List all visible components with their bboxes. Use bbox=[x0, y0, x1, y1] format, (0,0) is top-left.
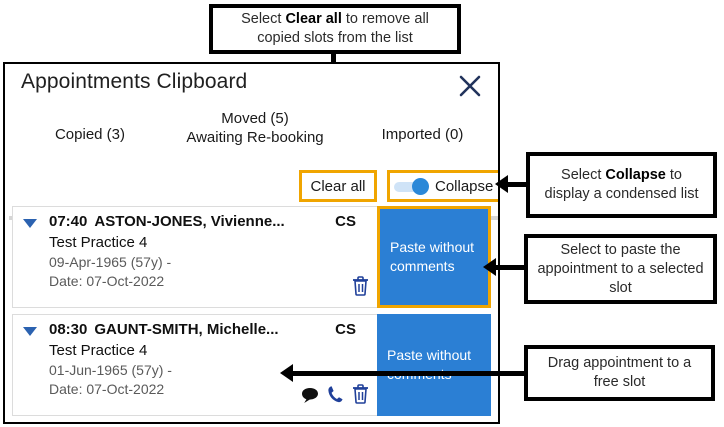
tab-copied-label: Copied (3) bbox=[54, 126, 126, 143]
appointment-patient-name: ASTON-JONES, Vivienne... bbox=[94, 213, 285, 230]
callout-text-pre: Select bbox=[561, 167, 606, 183]
appointment-row-icons bbox=[301, 383, 370, 409]
close-icon[interactable] bbox=[456, 72, 484, 100]
callout-text-strong: Collapse bbox=[605, 167, 666, 183]
paste-button-label: Paste without comments bbox=[387, 347, 472, 382]
appointment-dob: 09-Apr-1965 (57y) - bbox=[49, 254, 172, 270]
callout-paste-connector bbox=[495, 265, 527, 270]
appointment-time: 08:30 bbox=[49, 321, 88, 338]
appointment-date: Date: 07-Oct-2022 bbox=[49, 381, 165, 397]
panel-header: Appointments Clipboard bbox=[5, 64, 498, 108]
callout-text-post: to display a condensed list bbox=[544, 167, 699, 202]
appointment-code: CS bbox=[335, 213, 356, 230]
toolbar: Clear all Collapse bbox=[5, 168, 498, 206]
appointment-details: 07:40 ASTON-JONES, Vivienne... CS Test Pr… bbox=[49, 212, 484, 291]
tab-imported-label: Imported (0) bbox=[381, 126, 464, 143]
toggle-knob bbox=[412, 177, 429, 195]
appointment-dob: 01-Jun-1965 (57y) - bbox=[49, 362, 172, 378]
callout-paste: Select to paste the appointment to a sel… bbox=[524, 234, 717, 304]
appointment-header-line: 07:40 ASTON-JONES, Vivienne... CS bbox=[49, 212, 484, 232]
paste-button-label: Paste without comments bbox=[390, 239, 475, 274]
collapse-toggle-control[interactable]: Collapse bbox=[387, 170, 498, 202]
toggle-switch-icon[interactable] bbox=[394, 177, 434, 195]
appointment-list: 07:40 ASTON-JONES, Vivienne... CS Test Pr… bbox=[5, 206, 498, 422]
delete-icon[interactable] bbox=[351, 275, 370, 301]
appointment-details: 08:30 GAUNT-SMITH, Michelle... CS Test Pr… bbox=[49, 320, 484, 399]
callout-text-post: to remove all copied slots from the list bbox=[257, 11, 429, 46]
callout-drag: Drag appointment to a free slot bbox=[524, 345, 715, 401]
tab-imported[interactable]: Imported (0) bbox=[350, 125, 495, 144]
toggle-track bbox=[394, 181, 424, 192]
collapse-label: Collapse bbox=[435, 177, 494, 195]
callout-collapse-connector bbox=[506, 182, 530, 187]
appointment-practice: Test Practice 4 bbox=[49, 342, 148, 359]
callout-paste-arrowhead bbox=[483, 258, 496, 276]
callout-clear-all-text: Select Clear all to remove all copied sl… bbox=[221, 10, 449, 48]
appointment-patient-name: GAUNT-SMITH, Michelle... bbox=[94, 321, 279, 338]
page-title: Appointments Clipboard bbox=[21, 70, 248, 93]
appointment-row[interactable]: 08:30 GAUNT-SMITH, Michelle... CS Test Pr… bbox=[12, 314, 491, 416]
appointment-row-icons bbox=[351, 275, 370, 301]
paste-without-comments-button[interactable]: Paste without comments bbox=[377, 314, 491, 416]
appointments-clipboard-panel: Appointments Clipboard Copied (3) Moved … bbox=[3, 62, 500, 424]
callout-paste-text: Select to paste the appointment to a sel… bbox=[537, 241, 704, 296]
tab-moved-label: Moved (5) bbox=[221, 110, 289, 127]
tab-moved-sublabel: Awaiting Re-booking bbox=[186, 129, 324, 146]
clear-all-label: Clear all bbox=[310, 177, 366, 195]
callout-collapse: Select Collapse to display a condensed l… bbox=[526, 152, 717, 218]
appointment-code: CS bbox=[335, 321, 356, 338]
tab-moved[interactable]: Moved (5) Awaiting Re-booking bbox=[155, 109, 355, 147]
appointment-header-line: 08:30 GAUNT-SMITH, Michelle... CS bbox=[49, 320, 484, 340]
phone-icon[interactable] bbox=[327, 385, 344, 409]
callout-clear-all: Select Clear all to remove all copied sl… bbox=[209, 4, 461, 54]
comment-icon[interactable] bbox=[301, 387, 320, 409]
expand-collapse-caret-icon[interactable] bbox=[23, 327, 37, 336]
expand-collapse-caret-icon[interactable] bbox=[23, 219, 37, 228]
callout-text-pre: Select bbox=[241, 11, 286, 27]
appointment-time: 07:40 bbox=[49, 213, 88, 230]
callout-drag-text: Drag appointment to a free slot bbox=[547, 355, 692, 390]
clear-all-button[interactable]: Clear all bbox=[299, 170, 377, 202]
callout-drag-connector bbox=[292, 371, 527, 376]
callout-collapse-text: Select Collapse to display a condensed l… bbox=[538, 166, 705, 204]
callout-drag-arrowhead bbox=[280, 364, 293, 382]
appointment-row[interactable]: 07:40 ASTON-JONES, Vivienne... CS Test Pr… bbox=[12, 206, 491, 308]
tab-bar: Copied (3) Moved (5) Awaiting Re-booking… bbox=[5, 108, 498, 150]
callout-collapse-arrowhead bbox=[495, 175, 508, 193]
tab-copied[interactable]: Copied (3) bbox=[15, 125, 165, 144]
callout-text-strong: Clear all bbox=[285, 11, 342, 27]
appointment-practice: Test Practice 4 bbox=[49, 234, 148, 251]
paste-without-comments-button[interactable]: Paste without comments bbox=[377, 206, 491, 308]
appointment-date: Date: 07-Oct-2022 bbox=[49, 273, 165, 289]
delete-icon[interactable] bbox=[351, 383, 370, 409]
